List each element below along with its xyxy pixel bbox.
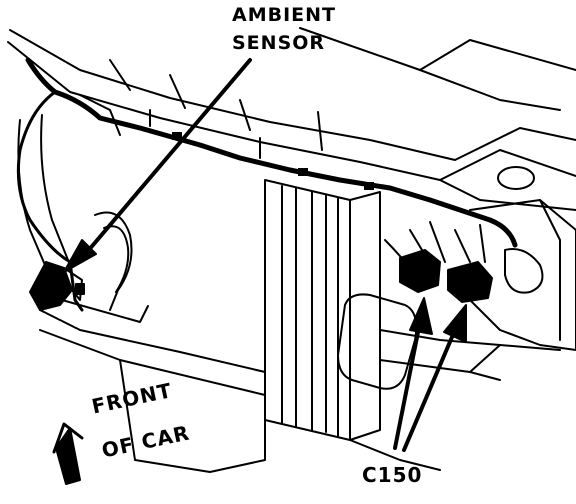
front-of-car-arrow: [52, 422, 84, 485]
ambient-sensor-label-line2: SENSOR: [232, 32, 326, 54]
panel-hole: [497, 166, 535, 190]
lower-support: [39, 309, 561, 473]
harness-clip: [172, 132, 182, 140]
ambient-sensor-label: AMBIENT: [232, 4, 337, 26]
ambient-sensor-leader: [63, 58, 252, 273]
ambient-sensor: [29, 261, 85, 311]
harness-clip: [364, 182, 374, 190]
right-bracket: [469, 199, 576, 351]
radiator-support-upper: [7, 27, 576, 211]
c150-leader-right: [402, 304, 467, 452]
c150-label: C150: [362, 463, 423, 487]
radiator-core: [264, 179, 381, 441]
headlamp-housing: [337, 293, 418, 390]
harness-clip: [298, 168, 308, 176]
sensor-wire: [16, 90, 84, 312]
c150-leader-left: [393, 297, 433, 450]
c150-connector: [384, 221, 493, 303]
wiring-harness: [25, 57, 518, 248]
